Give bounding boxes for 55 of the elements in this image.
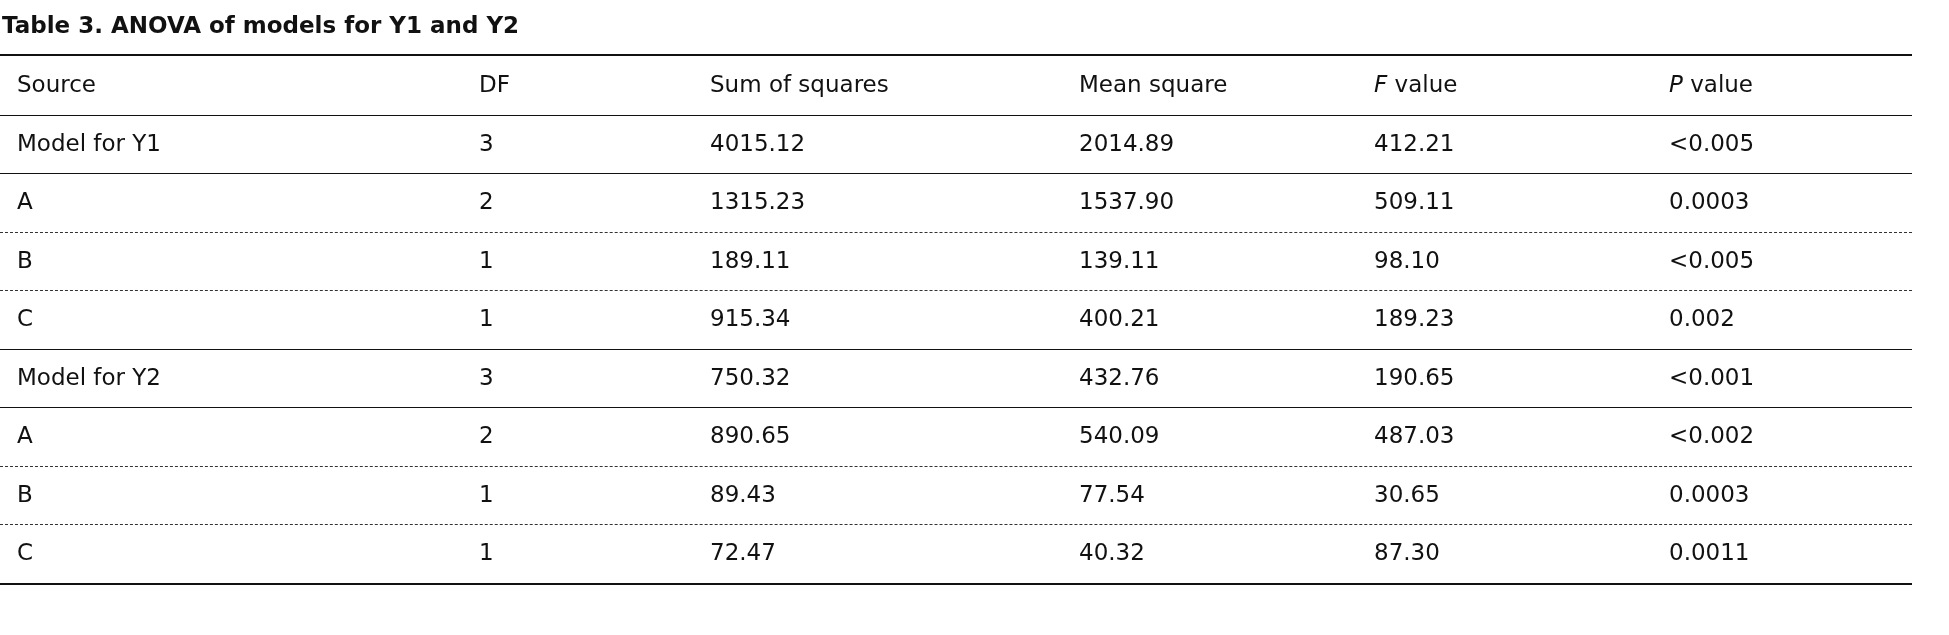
row-label: A <box>17 187 33 215</box>
value-text: 1315.23 <box>710 187 806 215</box>
value-text: 0.0003 <box>1669 479 1750 508</box>
value-text: 487.03 <box>1374 421 1455 449</box>
value-text: 0.002 <box>1669 304 1735 332</box>
value-text: 3 <box>479 128 494 157</box>
column-header: Sum of squares <box>710 70 889 98</box>
value-text: 509.11 <box>1374 187 1455 215</box>
value-text: 40.32 <box>1079 538 1145 566</box>
value-text: 77.54 <box>1079 479 1145 508</box>
value-text: 2 <box>479 421 494 449</box>
value-text: 72.47 <box>710 538 776 566</box>
value-text: 189.23 <box>1374 304 1455 332</box>
value-text: 1 <box>479 538 494 566</box>
value-text: <0.002 <box>1669 421 1755 449</box>
value-text: 30.65 <box>1374 479 1440 508</box>
value-text: 139.11 <box>1079 245 1160 274</box>
value-text: <0.005 <box>1669 245 1755 274</box>
value-text: 1 <box>479 245 494 274</box>
value-text: 190.65 <box>1374 362 1455 391</box>
value-text: 412.21 <box>1374 128 1455 157</box>
value-text: 98.10 <box>1374 245 1440 274</box>
column-header: DF <box>479 70 510 98</box>
value-text: 915.34 <box>710 304 791 332</box>
value-text: 890.65 <box>710 421 791 449</box>
column-header: P value <box>1669 70 1753 98</box>
value-text: 3 <box>479 362 494 391</box>
value-text: 1 <box>479 304 494 332</box>
row-label: A <box>17 421 33 449</box>
value-text: 400.21 <box>1079 304 1160 332</box>
column-header: F value <box>1374 70 1458 98</box>
value-text: 1 <box>479 479 494 508</box>
value-text: 2 <box>479 187 494 215</box>
value-text: 540.09 <box>1079 421 1160 449</box>
row-label: Model for Y2 <box>17 362 161 391</box>
value-text: <0.005 <box>1669 128 1755 157</box>
value-text: 87.30 <box>1374 538 1440 566</box>
row-label: B <box>17 245 33 274</box>
value-text: 750.32 <box>710 362 791 391</box>
value-text: 0.0003 <box>1669 187 1750 215</box>
row-label: C <box>17 538 34 566</box>
row-label: B <box>17 479 33 508</box>
value-text: 4015.12 <box>710 128 806 157</box>
row-label: Model for Y1 <box>17 128 161 157</box>
value-text: 89.43 <box>710 479 776 508</box>
value-text: 0.0011 <box>1669 538 1750 566</box>
value-text: 1537.90 <box>1079 187 1175 215</box>
value-text: 189.11 <box>710 245 791 274</box>
table-title: Table 3. ANOVA of models for Y1 and Y2 <box>2 12 520 38</box>
row-label: C <box>17 304 34 332</box>
value-text: 2014.89 <box>1079 128 1175 157</box>
value-text: 432.76 <box>1079 362 1160 391</box>
column-header: Mean square <box>1079 70 1228 98</box>
column-header: Source <box>17 70 96 98</box>
value-text: <0.001 <box>1669 362 1755 391</box>
